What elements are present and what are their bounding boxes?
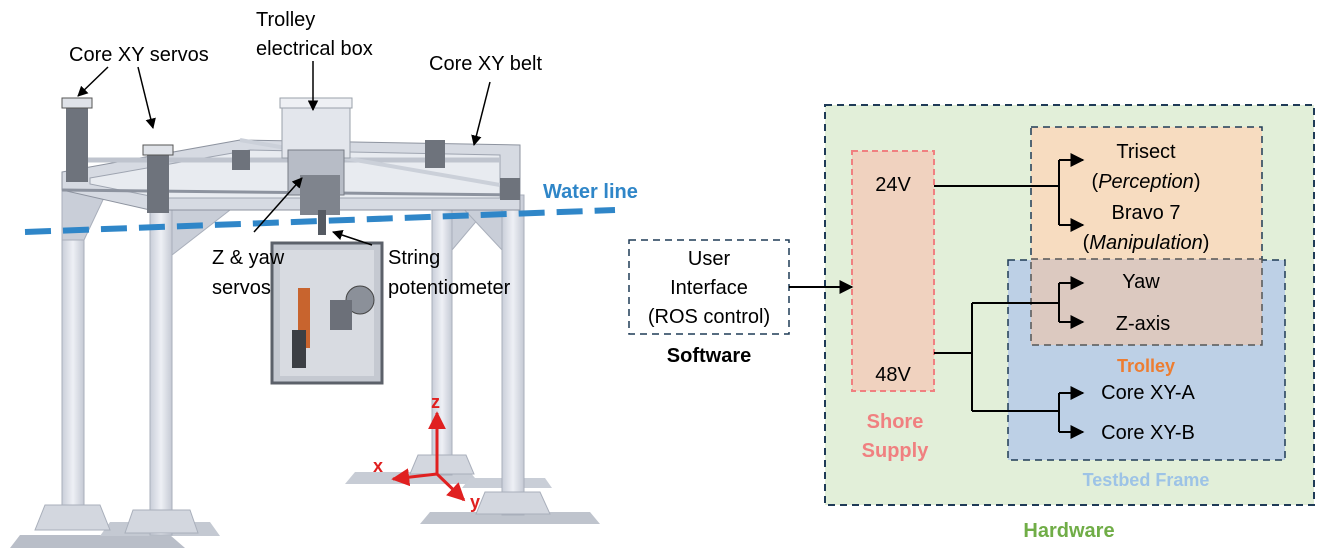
label-string-line2: potentiometer bbox=[388, 277, 511, 299]
core-xy-b-label: Core XY-B bbox=[1101, 422, 1195, 444]
trolley-box bbox=[1030, 258, 1263, 346]
trisect-sub: (Perception) bbox=[1092, 171, 1201, 193]
trisect-label: Trisect bbox=[1116, 141, 1176, 163]
foot-plate bbox=[34, 504, 111, 531]
shore-48v: 48V bbox=[875, 364, 911, 386]
corner-block bbox=[500, 178, 520, 200]
zaxis-label: Z-axis bbox=[1116, 313, 1170, 335]
label-z-yaw-line2: servos bbox=[212, 277, 271, 299]
system-diagram: Hardware Testbed Frame Trolley 24V 48V S… bbox=[628, 104, 1315, 542]
core-xy-a-label: Core XY-A bbox=[1101, 382, 1195, 404]
corexy-servo bbox=[61, 97, 93, 182]
axis-z-label: z bbox=[431, 392, 440, 412]
ui-line2: Interface bbox=[670, 277, 748, 299]
foot-plate bbox=[124, 509, 199, 534]
frame-leg bbox=[501, 194, 525, 516]
floor-pad bbox=[10, 535, 185, 548]
ui-line1: User bbox=[688, 248, 731, 270]
perception-box bbox=[1030, 126, 1263, 285]
shore-label-line1: Shore bbox=[867, 411, 924, 433]
yaw-label: Yaw bbox=[1122, 271, 1160, 293]
label-z-yaw-line1: Z & yaw bbox=[212, 247, 285, 269]
floor-pad bbox=[420, 512, 600, 524]
label-trolley-line1: Trolley bbox=[256, 9, 315, 31]
testbed-frame-label: Testbed Frame bbox=[1083, 470, 1210, 490]
ui-line3: (ROS control) bbox=[648, 306, 770, 328]
user-interface-box bbox=[628, 239, 790, 335]
shore-24v: 24V bbox=[875, 174, 911, 196]
hardware-label: Hardware bbox=[1023, 520, 1114, 542]
shore-supply-box bbox=[851, 150, 935, 392]
coordinate-axes: z x y bbox=[373, 392, 480, 512]
label-core-xy-belt: Core XY belt bbox=[429, 53, 542, 75]
foot-plate bbox=[409, 454, 475, 475]
label-trolley-line2: electrical box bbox=[256, 38, 373, 60]
water-line bbox=[24, 207, 616, 235]
testbed-illustration: Core XY servos Trolley electrical box Co… bbox=[10, 9, 638, 548]
label-string-line1: String bbox=[388, 247, 440, 269]
bravo-sub: (Manipulation) bbox=[1083, 232, 1210, 254]
frame-leg bbox=[431, 184, 453, 476]
bravo-label: Bravo 7 bbox=[1112, 202, 1181, 224]
connector-lines bbox=[789, 153, 1085, 439]
axis-x-label: x bbox=[373, 456, 383, 476]
corner-block bbox=[425, 140, 445, 168]
label-water-line: Water line bbox=[543, 181, 638, 203]
foot-plate bbox=[475, 491, 551, 515]
corner-block bbox=[232, 150, 250, 170]
label-core-xy-servos: Core XY servos bbox=[69, 44, 209, 66]
software-label: Software bbox=[667, 345, 751, 367]
hanging-assembly bbox=[270, 210, 384, 385]
frame-leg bbox=[149, 199, 173, 536]
axis-y-label: y bbox=[470, 492, 480, 512]
corexy-servo bbox=[142, 144, 174, 213]
trolley-label: Trolley bbox=[1117, 356, 1175, 376]
shore-label-line2: Supply bbox=[862, 440, 930, 462]
